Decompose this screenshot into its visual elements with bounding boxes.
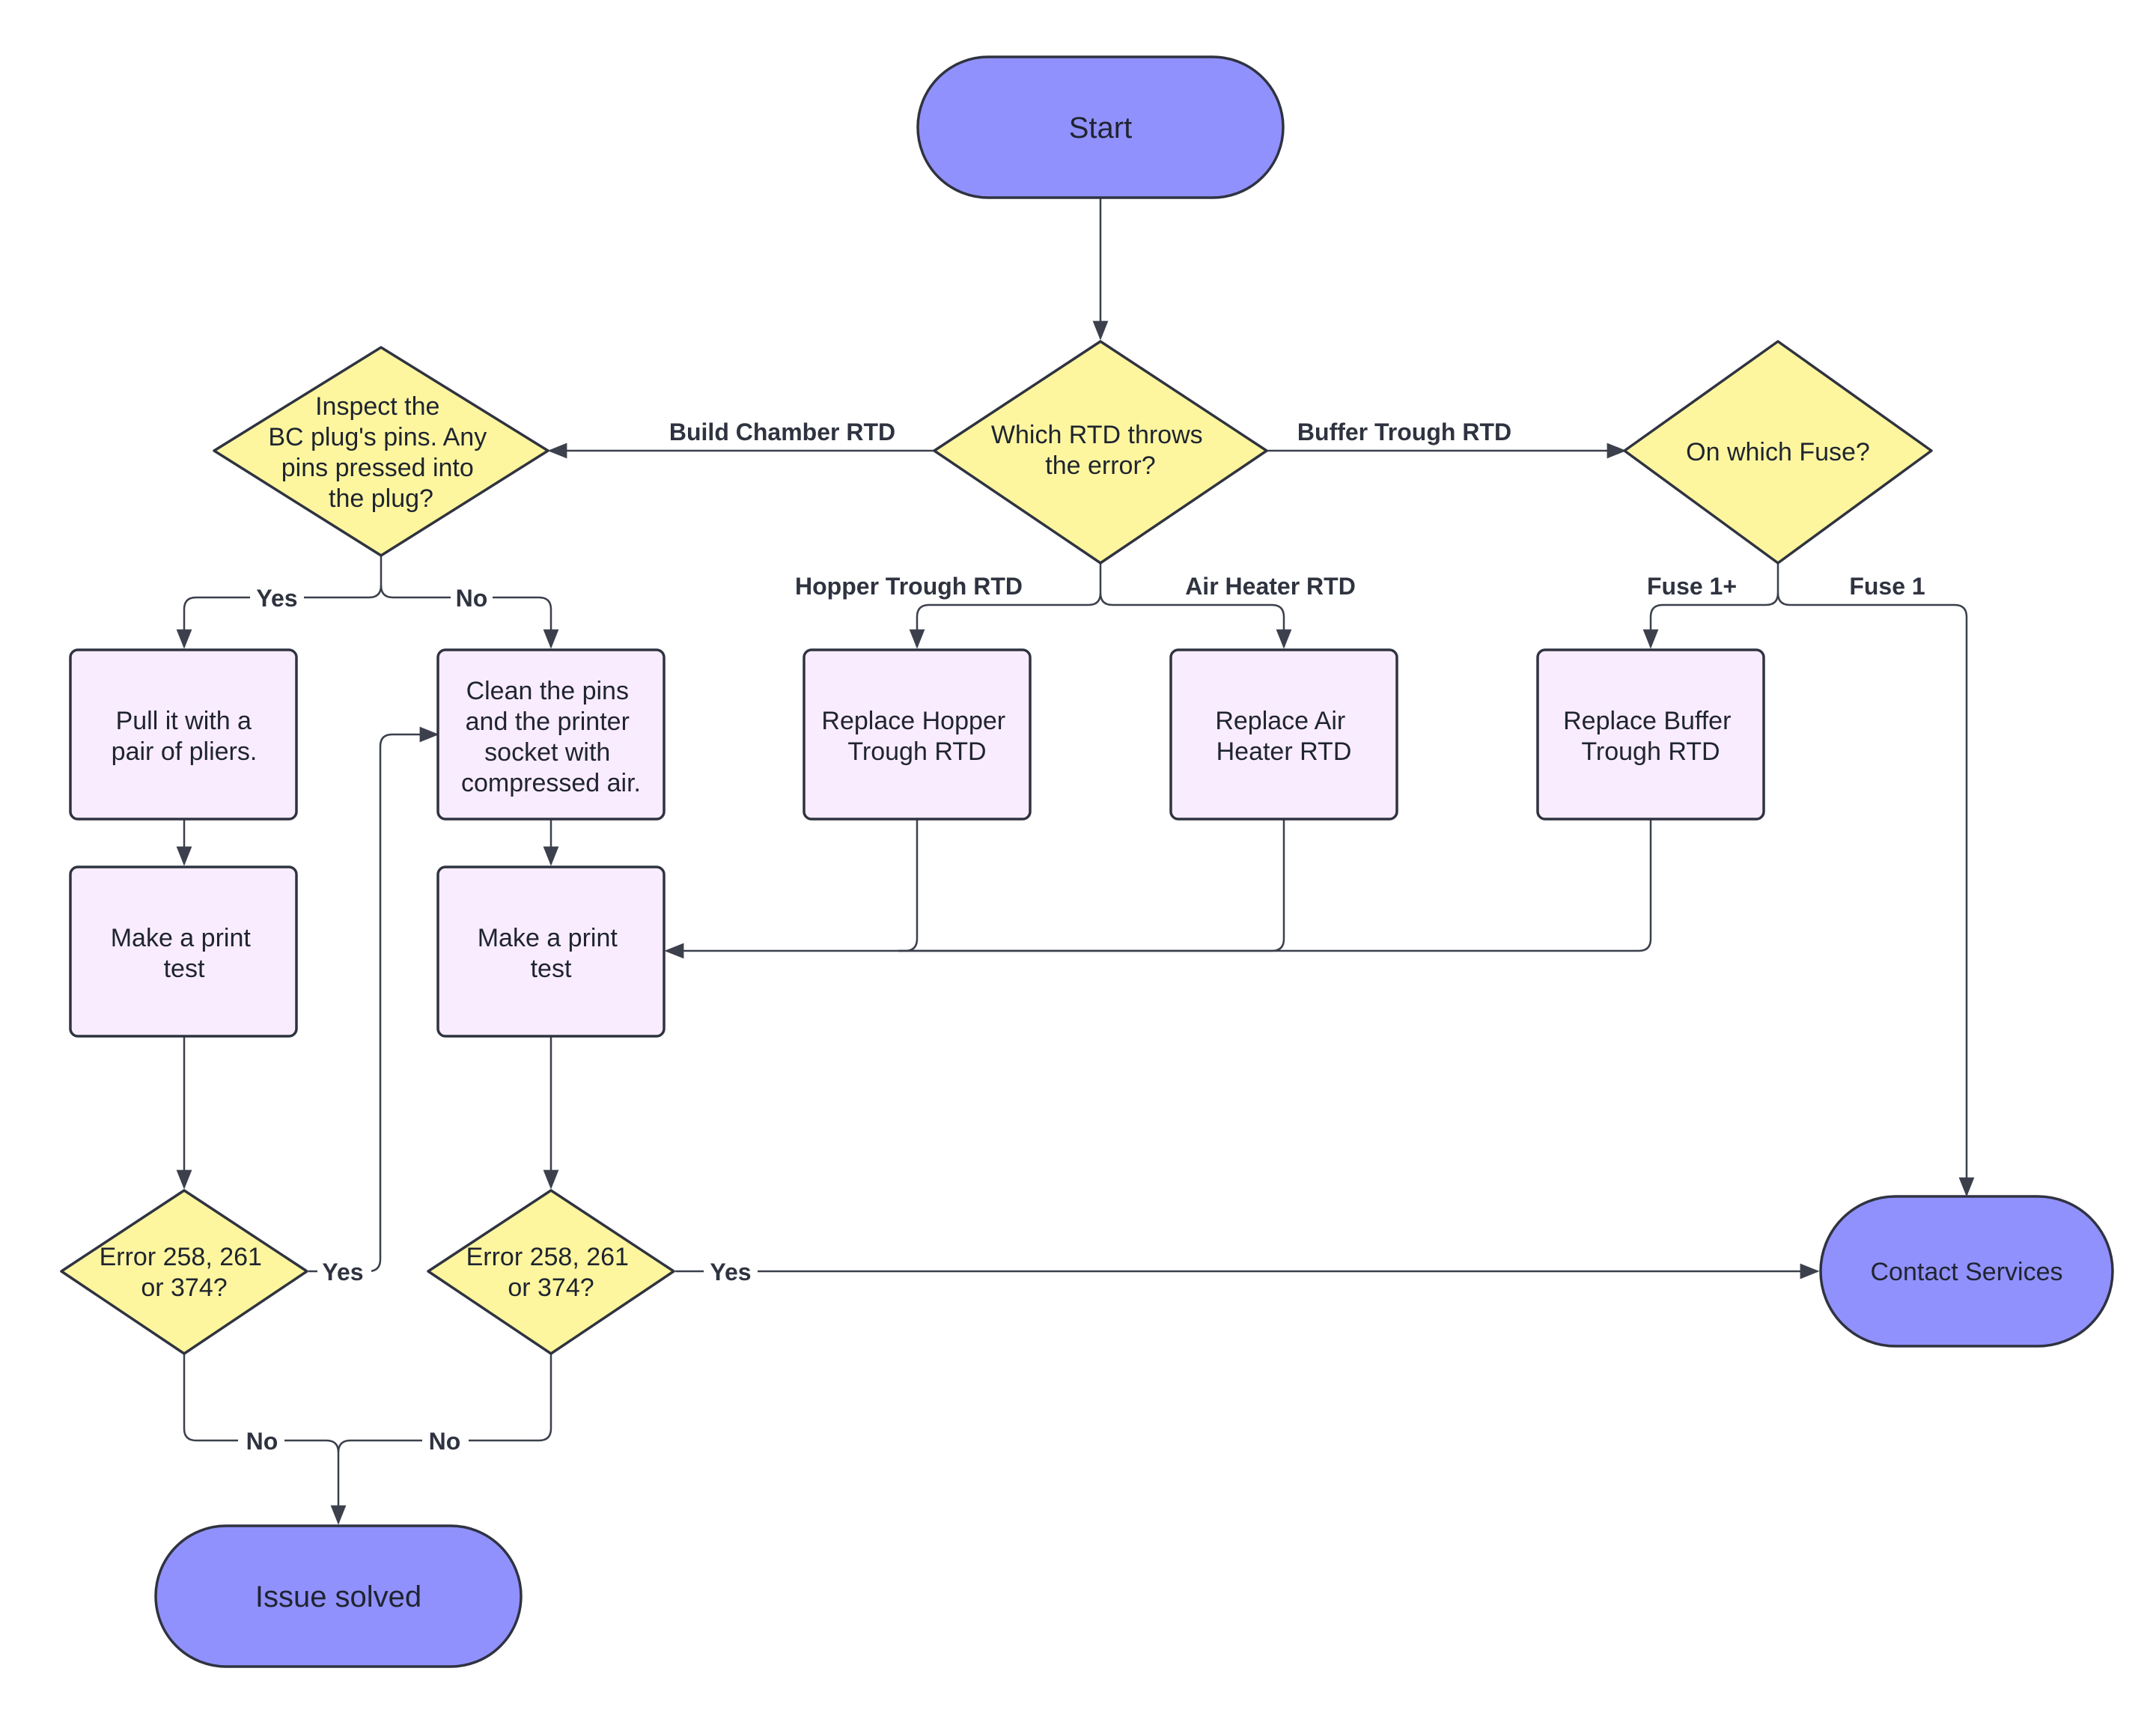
edge-fuse-to-buffer	[1642, 563, 1779, 649]
label-build-chamber-rtd: Build Chamber RTD	[669, 419, 895, 445]
node-inspect-pins-text: Inspect the BC plug's pins. Any pins pre…	[268, 392, 493, 513]
node-clean-pins-line-3: socket with	[484, 738, 610, 767]
edge-fuse-to-contact	[1776, 592, 1975, 1197]
node-start-line: Start	[1069, 112, 1132, 144]
node-replace-air-line-1: Replace Air	[1215, 707, 1345, 735]
node-which-fuse-text: On which Fuse?	[1686, 438, 1870, 466]
node-print-test-1: Make a print test	[69, 865, 298, 1038]
node-clean-pins-text: Clean the pins and the printer socket wi…	[461, 677, 641, 797]
node-clean-pins-line-4: compressed air.	[461, 769, 641, 797]
node-print-test-2-line-1: Make a print	[478, 924, 618, 952]
node-print-test-2-line-2: test	[531, 955, 572, 983]
node-replace-hopper-line-1: Replace Hopper	[821, 707, 1005, 735]
node-replace-air-text: Replace Air Heater RTD	[1215, 707, 1352, 766]
edges	[176, 198, 1975, 1525]
edge-which-rtd-to-air	[1099, 592, 1292, 649]
node-replace-hopper-text: Replace Hopper Trough RTD	[821, 707, 1012, 766]
label-air-heater-rtd: Air Heater RTD	[1185, 573, 1356, 600]
node-replace-buffer: Replace Buffer Trough RTD	[1536, 648, 1765, 821]
node-replace-buffer-text: Replace Buffer Trough RTD	[1563, 707, 1738, 766]
label-error1-yes: Yes	[322, 1259, 363, 1285]
node-replace-buffer-line-1: Replace Buffer	[1563, 707, 1731, 735]
node-which-rtd: Which RTD throws the error?	[933, 340, 1268, 565]
node-print-test-2: Make a print test	[436, 865, 666, 1038]
label-buffer-trough-rtd: Buffer Trough RTD	[1297, 419, 1511, 445]
edge-error2-no-to-solved	[337, 1354, 552, 1453]
label-error2-yes: Yes	[710, 1259, 751, 1285]
node-replace-air: Replace Air Heater RTD	[1169, 648, 1398, 821]
node-error-check-2-line-2: or 374?	[508, 1274, 594, 1302]
node-error-check-2-line-1: Error 258, 261	[466, 1243, 629, 1271]
edge-buffer-to-print2	[664, 819, 1652, 959]
label-inspect-no: No	[456, 585, 488, 612]
node-which-fuse: On which Fuse?	[1623, 340, 1933, 565]
edge-hopper-to-print2	[898, 819, 919, 952]
node-contact-services: Contact Services	[1819, 1195, 2114, 1348]
node-pull-pliers-line-2: pair of pliers.	[112, 737, 258, 766]
label-hopper-trough-rtd: Hopper Trough RTD	[795, 573, 1023, 600]
node-error-check-1: Error 258, 261 or 374?	[60, 1189, 308, 1355]
node-inspect-pins-line-1: Inspect the	[315, 392, 439, 421]
node-print-test-1-line-1: Make a print	[111, 924, 252, 952]
node-error-check-2-text: Error 258, 261 or 374?	[466, 1243, 636, 1302]
node-print-test-2-text: Make a print test	[478, 924, 625, 983]
node-issue-solved-text: Issue solved	[255, 1580, 421, 1613]
node-issue-solved-line-1: Issue solved	[255, 1580, 421, 1613]
node-pull-pliers-line-1: Pull it with a	[116, 707, 252, 735]
label-error2-no: No	[429, 1428, 461, 1455]
node-start: Start	[916, 55, 1285, 199]
edge-labels: Build Chamber RTD Buffer Trough RTD Hopp…	[238, 413, 1934, 1457]
node-print-test-1-text: Make a print test	[111, 924, 258, 983]
node-error-check-2: Error 258, 261 or 374?	[427, 1189, 675, 1355]
node-error-check-1-line-1: Error 258, 261	[100, 1243, 262, 1271]
node-which-rtd-line-1: Which RTD throws	[991, 421, 1203, 449]
node-replace-hopper-line-2: Trough RTD	[847, 737, 986, 766]
node-inspect-pins-line-2: BC plug's pins. Any	[268, 423, 487, 451]
node-issue-solved: Issue solved	[154, 1524, 523, 1668]
edge-error1-yes-to-clean	[308, 726, 439, 1273]
node-contact-services-line-1: Contact Services	[1871, 1258, 2063, 1286]
node-error-check-1-text: Error 258, 261 or 374?	[100, 1243, 270, 1302]
node-which-rtd-line-2: the error?	[1045, 451, 1155, 480]
node-inspect-pins: Inspect the BC plug's pins. Any pins pre…	[213, 346, 549, 557]
label-fuse-1: Fuse 1	[1849, 573, 1925, 600]
node-which-fuse-line-1: On which Fuse?	[1686, 438, 1870, 466]
edge-inspect-to-clean	[380, 585, 559, 649]
label-error1-no: No	[246, 1428, 278, 1455]
node-contact-services-text: Contact Services	[1871, 1258, 2063, 1286]
node-pull-pliers-text: Pull it with a pair of pliers.	[112, 707, 259, 766]
nodes: Start Which RTD throws the error? Inspec…	[60, 55, 2114, 1668]
node-print-test-1-line-2: test	[164, 955, 205, 983]
node-replace-air-line-2: Heater RTD	[1216, 737, 1352, 766]
edge-which-rtd-to-hopper	[909, 563, 1102, 649]
node-replace-hopper: Replace Hopper Trough RTD	[803, 648, 1032, 821]
node-clean-pins-line-1: Clean the pins	[466, 677, 629, 705]
node-clean-pins-line-2: and the printer	[466, 708, 630, 736]
node-inspect-pins-line-3: pins pressed into	[281, 454, 474, 482]
label-fuse-1-plus: Fuse 1+	[1647, 573, 1737, 600]
label-inspect-yes: Yes	[256, 585, 297, 612]
node-clean-pins: Clean the pins and the printer socket wi…	[436, 648, 666, 821]
node-inspect-pins-line-4: the plug?	[329, 484, 433, 513]
node-start-text: Start	[1069, 112, 1132, 144]
node-error-check-1-line-2: or 374?	[141, 1274, 227, 1302]
node-pull-pliers: Pull it with a pair of pliers.	[69, 648, 298, 821]
node-which-rtd-text: Which RTD throws the error?	[991, 421, 1210, 480]
edge-air-to-print2	[898, 819, 1285, 952]
node-replace-buffer-line-2: Trough RTD	[1581, 737, 1720, 766]
